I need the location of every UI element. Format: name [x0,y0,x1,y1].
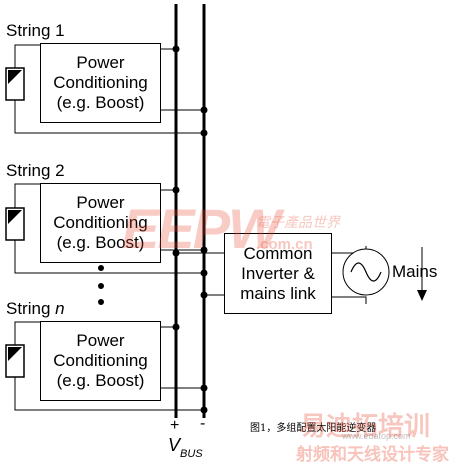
watermark-logo: EEPW [122,197,281,260]
box-line: Power [76,193,125,212]
string-2-wiring [14,183,204,274]
solar-panel-icon [5,207,25,241]
string-n-prefix: String [6,299,56,318]
watermark-bottom-site: www.edatop.com [342,431,411,441]
string-2-label: String 2 [6,161,65,180]
figure-caption: 图1，多组配置太阳能逆变器 [250,423,377,434]
ac-source-icon [342,248,390,296]
solar-panel-icon [5,344,25,378]
mains-label: Mains [392,262,438,281]
box-line: Conditioning [53,213,148,232]
string-n-wiring [14,321,204,411]
watermark-bottom-cn: 射频和天线设计专家 [296,445,449,465]
bus-plus-label: + [170,417,180,434]
box-line: Conditioning [53,73,148,92]
power-conditioning-box-1: Power Conditioning (e.g. Boost) [40,43,161,123]
bus-minus-label: - [200,415,206,432]
string-1-dots [172,45,208,137]
common-inverter-box: Common Inverter & mains link [224,233,332,314]
string-n-variable: n [55,299,65,318]
ellipsis-dots [98,265,104,305]
watermark-site: .com.cn [256,236,313,253]
string-n-dots [172,323,208,414]
inverter-line: Common [243,243,313,263]
power-conditioning-box-n: Power Conditioning (e.g. Boost) [40,321,161,401]
vbus-subscript: BUS [180,448,203,460]
box-line: (e.g. Boost) [56,93,145,112]
string-1-label: String 1 [6,21,65,40]
box-line: Conditioning [53,351,148,370]
power-conditioning-box-2: Power Conditioning (e.g. Boost) [40,183,161,263]
string-n-label: String n [6,299,65,318]
mains-arrow-icon [417,247,427,301]
box-line: Power [76,331,125,350]
box-line: (e.g. Boost) [56,233,145,252]
watermark-cn-name: 電子產品世界 [256,215,340,231]
string-1-wiring [14,44,204,134]
inverter-line: mains link [240,283,316,303]
box-line: Power [76,53,125,72]
inverter-junction-dots [172,249,208,299]
solar-panel-icon [5,67,25,101]
string-2-dots [172,186,208,277]
inverter-line: Inverter & [241,263,315,283]
watermark-bottom-brand: 易迪拓培训 [300,412,431,442]
vbus-v: V [168,435,181,455]
vbus-label: VBUS [168,435,203,461]
box-line: (e.g. Boost) [56,371,145,390]
